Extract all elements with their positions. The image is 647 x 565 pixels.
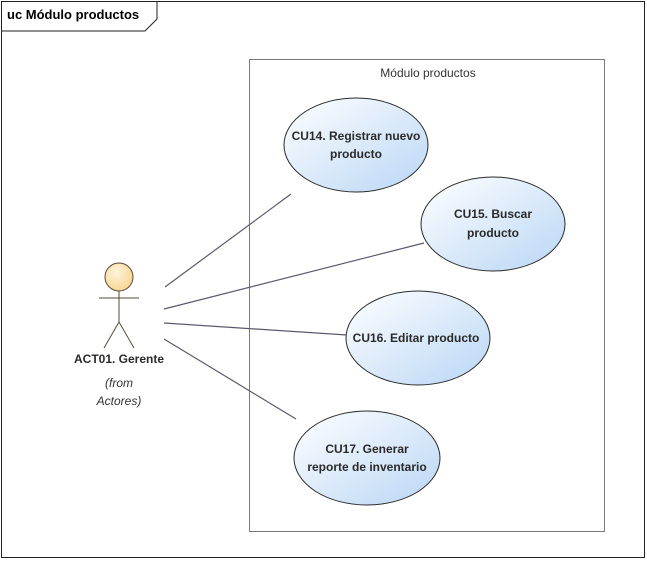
actor-left-leg — [103, 321, 120, 349]
actor-head — [104, 262, 134, 292]
actor-note-line2: Actores) — [96, 394, 142, 408]
actor-right-leg — [118, 321, 135, 349]
association-cu15 — [163, 242, 425, 310]
frame-title-tab — [1, 1, 158, 32]
actor-gerente[interactable] — [99, 262, 139, 349]
use-case-cu17[interactable]: CU17. Generar reporte de inventario — [293, 410, 441, 506]
use-case-cu15-label-line2: producto — [467, 226, 519, 240]
use-case-cu16-label-line1: CU16. Editar producto — [353, 331, 480, 345]
association-cu14 — [164, 193, 292, 288]
use-case-cu14-label-line2: producto — [330, 147, 382, 161]
use-case-cu17-label-line2: reporte de inventario — [307, 460, 426, 474]
association-cu16 — [163, 322, 348, 336]
use-case-cu17-label-line1: CU17. Generar — [325, 442, 409, 456]
association-cu17 — [163, 338, 297, 420]
actor-note-line1: (from — [105, 376, 133, 390]
system-boundary-title: Módulo productos — [380, 66, 475, 80]
use-case-cu14[interactable]: CU14. Registrar nuevo producto — [283, 97, 429, 193]
actor-name: ACT01. Gerente — [74, 352, 164, 366]
use-case-cu15-label-line1: CU15. Buscar — [454, 207, 532, 221]
use-case-cu15[interactable]: CU15. Buscar producto — [420, 176, 566, 272]
frame-title: uc Módulo productos — [7, 7, 139, 22]
use-case-cu14-label-line1: CU14. Registrar nuevo — [292, 129, 421, 143]
use-case-cu16[interactable]: CU16. Editar producto — [345, 290, 491, 386]
